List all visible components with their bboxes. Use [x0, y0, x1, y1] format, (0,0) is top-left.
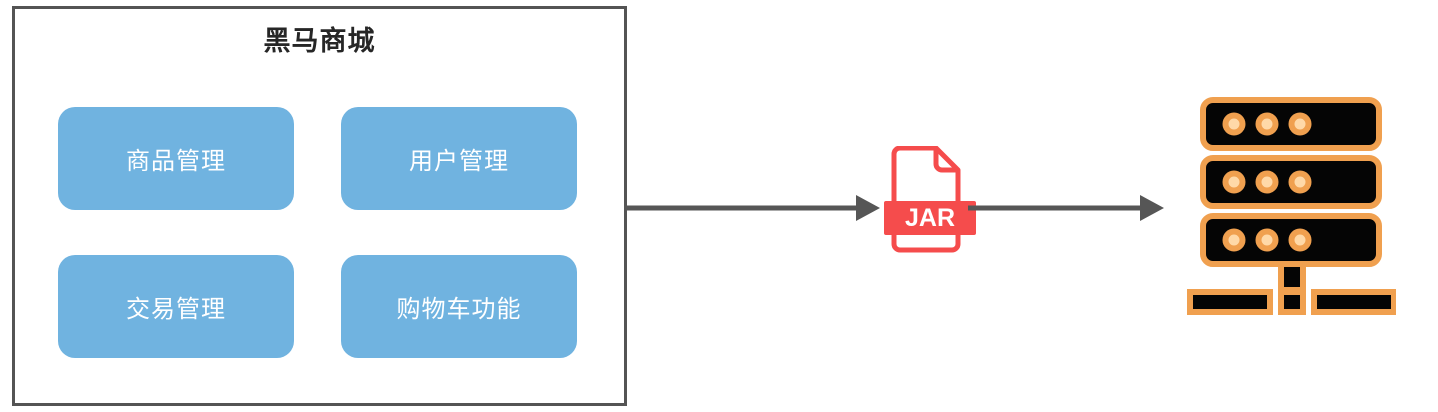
server-base-left: [1187, 289, 1273, 315]
server-rack-unit-1: [1200, 97, 1382, 151]
server-led-icon: [1288, 170, 1312, 194]
server-base-center: [1278, 289, 1306, 315]
module-box-product[interactable]: 商品管理: [58, 107, 294, 210]
jar-file-icon[interactable]: JAR: [884, 146, 976, 254]
module-box-trade[interactable]: 交易管理: [58, 255, 294, 358]
app-container-monolith: 黑马商城 商品管理 用户管理 交易管理 购物车功能: [12, 6, 627, 406]
arrow-head-icon: [856, 195, 880, 221]
module-label: 交易管理: [126, 296, 226, 323]
server-stand-stem: [1278, 261, 1306, 293]
server-base-right: [1311, 289, 1396, 315]
server-led-icon: [1288, 228, 1312, 252]
server-led-icon: [1255, 112, 1279, 136]
module-box-user[interactable]: 用户管理: [341, 107, 577, 210]
server-led-icon: [1288, 112, 1312, 136]
server-led-icon: [1255, 228, 1279, 252]
jar-label-text: JAR: [905, 204, 955, 232]
deploy-arrow: [968, 195, 1164, 221]
module-box-cart[interactable]: 购物车功能: [341, 255, 577, 358]
package-arrow: [624, 195, 880, 221]
module-label: 购物车功能: [396, 296, 522, 323]
page-title: 黑马商城: [263, 26, 376, 56]
arrow-head-icon: [1140, 195, 1164, 221]
server-rack-icon[interactable]: [1186, 92, 1396, 318]
server-led-icon: [1222, 170, 1246, 194]
server-rack-unit-3: [1200, 213, 1382, 267]
jar-label-band: [884, 201, 976, 235]
jar-folded-corner-icon: [933, 148, 958, 173]
server-rack-unit-2: [1200, 155, 1382, 209]
module-grid: 商品管理 用户管理 交易管理 购物车功能: [58, 107, 588, 358]
server-led-icon: [1255, 170, 1279, 194]
server-led-icon: [1222, 228, 1246, 252]
server-led-icon: [1222, 112, 1246, 136]
module-label: 商品管理: [126, 148, 226, 175]
module-label: 用户管理: [409, 148, 509, 175]
